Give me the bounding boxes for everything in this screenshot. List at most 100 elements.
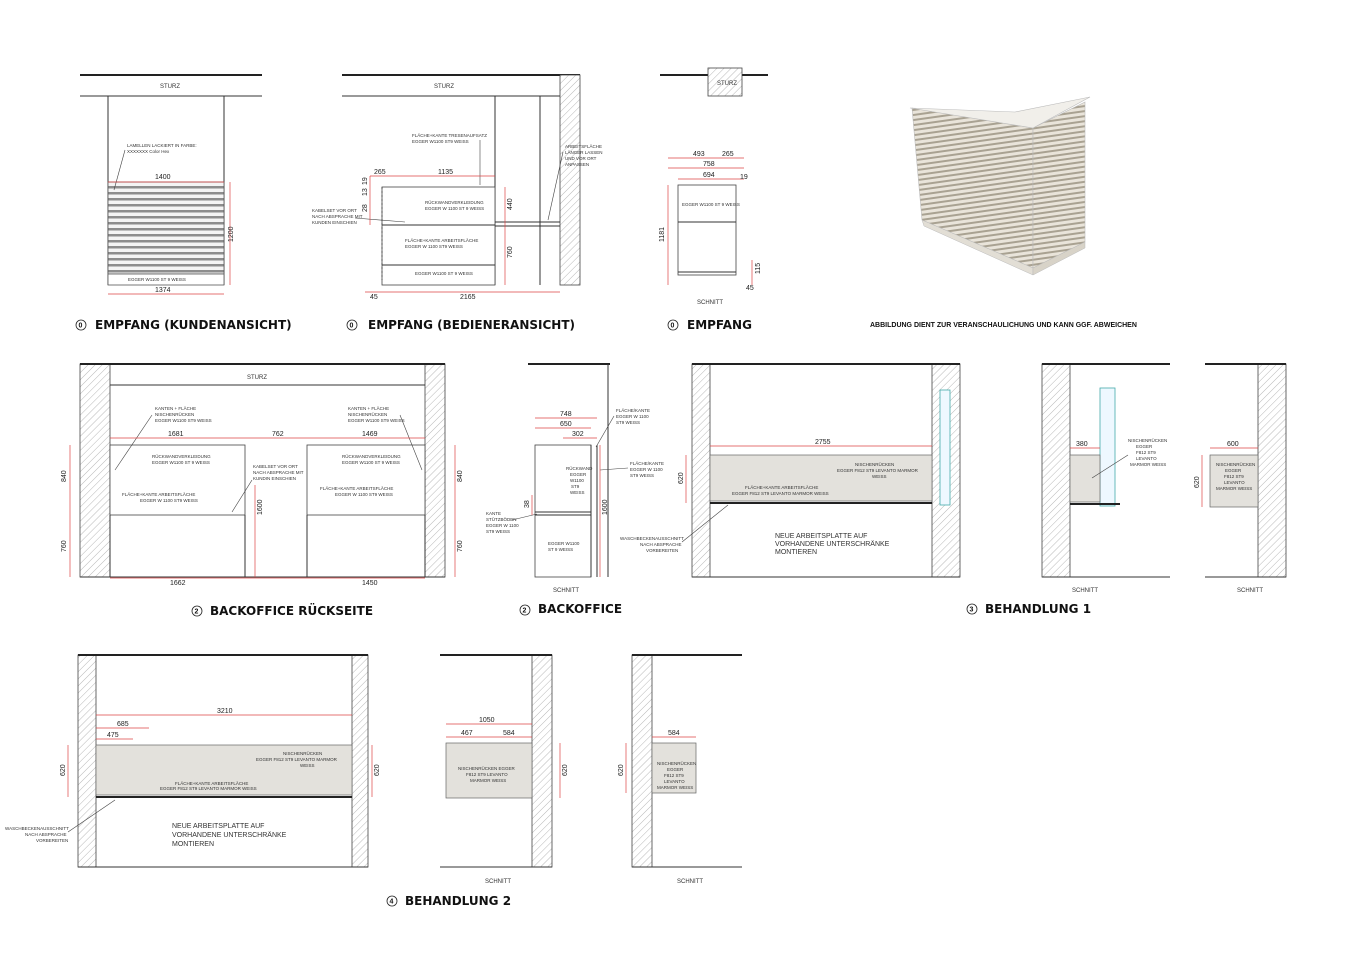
view-marker: 2 (195, 609, 199, 616)
view-behandlung-1-schnitt-b: NISCHENRÜCKEN EGGER F812 ST9 LEVANTO MAR… (1194, 363, 1287, 594)
dim-685: 685 (117, 721, 129, 728)
view-backoffice: FLÄCHE/KANTE EGGER W 1100 ST9 WEISS FLÄC… (486, 363, 664, 616)
dim-45: 45 (746, 285, 754, 292)
dim-top-width: 1400 (155, 174, 171, 181)
view-behandlung-1-schnitt-a: NISCHENRÜCKEN EGGER F812 ST9 LEVANTO MAR… (1041, 363, 1170, 594)
dim-1050: 1050 (479, 717, 495, 724)
dim-760-right: 760 (457, 540, 464, 552)
note-wasch-2: NACH ABSPRACHE (640, 542, 682, 547)
note-base-2: ST 9 WEISS (548, 547, 573, 552)
schnitt-label: SCHNITT (1237, 588, 1263, 594)
note-mid-3: ST9 WEISS (630, 473, 654, 478)
view-title: BEHANDLUNG 1 (985, 602, 1091, 616)
dim-760-left: 760 (61, 540, 68, 552)
dim-620-left: 620 (60, 764, 67, 776)
note-inner-3: W1100 (570, 478, 584, 483)
note-left-back-1: RÜCKWANDVERKLEIDUNG (152, 453, 211, 459)
note-left-top-1: KANTEN + FLÄCHE (155, 405, 196, 411)
schnitt-label: SCHNITT (485, 879, 511, 885)
note-right-top-2: NISCHENRÜCKEN (348, 411, 387, 417)
note-right-top-1: KANTEN + FLÄCHE (348, 405, 389, 411)
dim-475: 475 (107, 732, 119, 739)
note-mid-1: FLÄCHE/KANTE (630, 460, 664, 466)
note-back-2: EGGER W 1100 ST 9 WEISS (425, 206, 484, 211)
lamellen-note-2: XXXXXXX Color Hex (127, 149, 170, 154)
note-2: EGGER (1136, 444, 1153, 449)
view-title: BACKOFFICE RÜCKSEITE (210, 603, 373, 618)
note-top-2: EGGER W 1100 (616, 414, 649, 419)
note-inner-5: WEISS (570, 490, 585, 495)
schnitt-label: SCHNITT (697, 300, 723, 306)
note-kabel-3: KUNDEN EINSCHIEN (312, 220, 357, 225)
note-2: EGGER (1225, 468, 1242, 473)
note-work-2: EGGER F812 ST9 LEVANTO MARMOR WEISS (160, 786, 257, 791)
note-left-4: ST9 WEISS (486, 529, 510, 534)
note-wasch-3: VORBEREITEN (646, 548, 678, 553)
dim-620: 620 (678, 472, 685, 484)
view-behandlung-2: NISCHENRÜCKEN EGGER F812 ST9 LEVANTO MAR… (5, 654, 511, 908)
sturz-label: STURZ (434, 84, 454, 90)
view-title: BEHANDLUNG 2 (405, 894, 511, 908)
backsplash-slab (95, 744, 353, 796)
note-3: F812 ST9 (1136, 450, 1156, 455)
dim-265: 265 (374, 169, 386, 176)
note-right-3: UND VOR ORT (565, 156, 597, 161)
dim-1135: 1135 (438, 169, 453, 176)
note-right-work-2: EGGER W 1100 ST9 WEISS (335, 492, 393, 497)
dim-bottom-width: 1374 (155, 287, 171, 294)
dim-600: 600 (1227, 441, 1239, 448)
note-work-2: EGGER F812 ST9 LEVANTO MARMOR WEISS (732, 491, 829, 496)
dim-302: 302 (572, 431, 584, 438)
note-kabel-2: NACH ABSPRACHE MIT (253, 470, 304, 475)
view-marker: 0 (350, 323, 354, 330)
dim-467: 467 (461, 730, 473, 737)
note-new-1: NEUE ARBEITSPLATTE AUF (172, 823, 264, 830)
dim-2755: 2755 (815, 439, 831, 446)
dim-694: 694 (703, 172, 715, 179)
note-5: MARMOR WEISS (657, 785, 693, 790)
dim-840-right: 840 (457, 470, 464, 482)
note-right-2: LÄNGER LASSEN (565, 149, 603, 155)
note-right-4: ANPASSEN (565, 162, 589, 167)
note-kabel-2: NACH ABSPRACHE MIT (312, 214, 363, 219)
view-marker: 0 (79, 323, 83, 330)
dim-1469: 1469 (362, 431, 378, 438)
schnitt-label: SCHNITT (677, 879, 703, 885)
note-3: F812 ST9 (1224, 474, 1244, 479)
dim-115: 115 (755, 263, 762, 274)
note-slab-2: EGGER F812 ST9 LEVANTO MARMOR (256, 757, 338, 762)
dim-height: 1200 (228, 226, 235, 242)
note-right-back-1: RÜCKWANDVERKLEIDUNG (342, 453, 401, 459)
note-top-1: FLÄCHE/KANTE (616, 407, 650, 413)
lamellen-note-1: LAMELLEN LACKIERT IN FARBE: (127, 143, 197, 148)
view-marker: 3 (970, 607, 974, 614)
note-top-3: ST9 WEISS (616, 420, 640, 425)
dim-1662: 1662 (170, 580, 186, 587)
note-new-3: MONTIEREN (775, 549, 817, 556)
dim-493: 493 (693, 151, 705, 158)
note-right-1: ARBEITSFLÄCHE (565, 143, 602, 149)
dim-19: 19 (362, 177, 369, 185)
view-empfang-bedieneransicht: STURZ FLÄCHE+KANTE TRESENAUFSATZ EGGER W… (312, 74, 603, 332)
note-left-top-2: NISCHENRÜCKEN (155, 411, 194, 417)
backsplash-slab (445, 742, 533, 799)
note-wasch-2: NACH ABSPRACHE (25, 832, 67, 837)
note-5: MARMOR WEISS (1130, 462, 1166, 467)
note-slab-3: WEISS (300, 763, 315, 768)
dim-45: 45 (370, 294, 378, 301)
note-work-1: FLÄCHE+KANTE ARBEITSFLÄCHE (745, 484, 818, 490)
dim-1450: 1450 (362, 580, 378, 587)
note-slab-1: NISCHENRÜCKEN (855, 461, 894, 467)
note-top-2: EGGER W1100 ST9 WEISS (412, 139, 469, 144)
note-kabel-1: KABELSET VOR ORT (253, 464, 298, 469)
dim-762: 762 (272, 431, 284, 438)
note-4: LEVANTO (1224, 480, 1245, 485)
dim-28: 28 (362, 204, 369, 212)
dim-620: 620 (562, 764, 569, 776)
note-kabel-3: KUNDIN EINSCHIEN (253, 476, 296, 481)
view-title: EMPFANG (687, 318, 752, 332)
note-slab-2: EGGER F812 ST9 LEVANTO MARMOR (837, 468, 919, 473)
backsplash-slab (1069, 454, 1101, 503)
note-inner-2: EGGER (570, 472, 587, 477)
